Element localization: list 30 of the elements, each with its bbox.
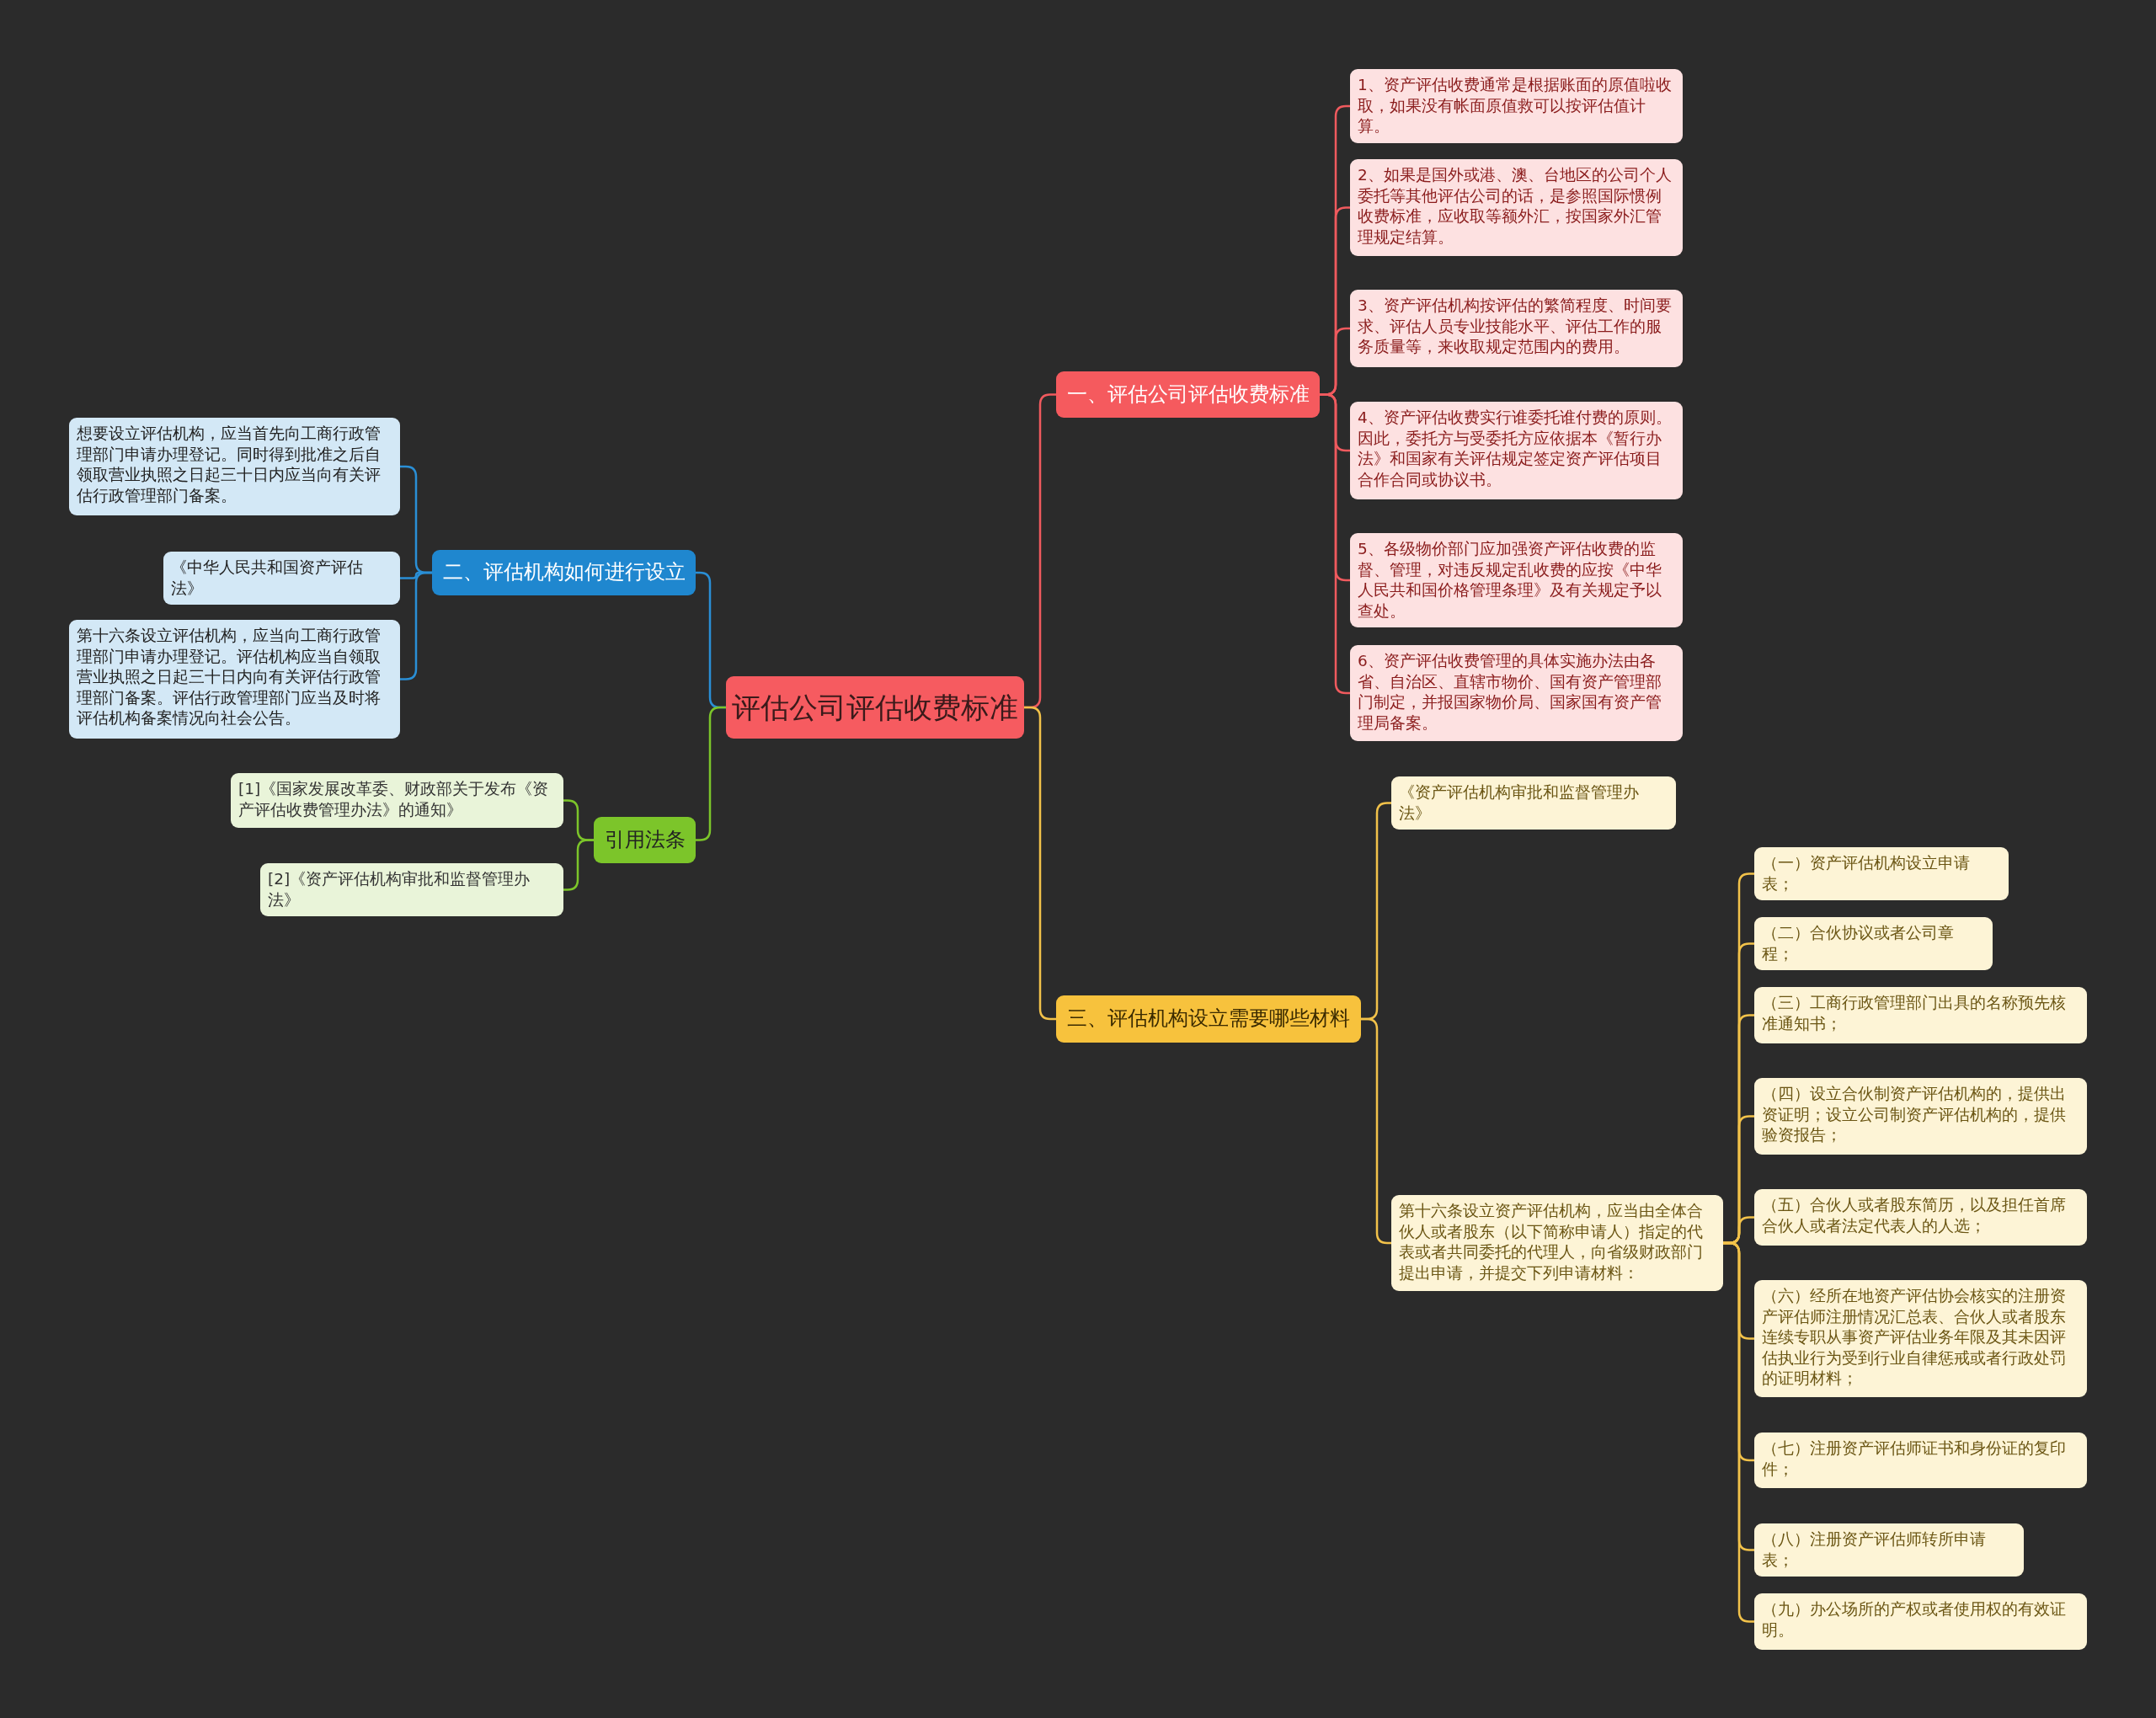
subtopic-box: （六）经所在地资产评估协会核实的注册资产评估师注册情况汇总表、合伙人或者股东连续专职从事资产评估业务年限及其未因评估执业行为受到行业自律惩戒或者行政处罚的证明材料； [1754,1280,2087,1397]
subtopic-box: （四）设立合伙制资产评估机构的，提供出资证明；设立公司制资产评估机构的，提供验资报告； [1754,1078,2087,1155]
subtopic-box: 2、如果是国外或港、澳、台地区的公司个人委托等其他评估公司的话，是参照国际惯例收费标准，应收取等额外汇，按国家外汇管理规定结算。 [1350,159,1683,256]
subtopic-box: 《资产评估机构审批和监督管理办法》 [1391,776,1676,830]
subtopic-box: （三）工商行政管理部门出具的名称预先核准通知书； [1754,987,2087,1043]
connector-line [1723,1241,1754,1623]
subtopic-box: 1、资产评估收费通常是根据账面的原值啦收取，如果没有帐面原值救可以按评估值计算。 [1350,69,1683,143]
topic-box: 一、评估公司评估收费标准 [1056,371,1320,418]
connector-line [400,571,432,680]
subtopic-box: 想要设立评估机构，应当首先向工商行政管理部门申请办理登记。同时得到批准之后自领取营业执照之日起三十日内应当向有关评估行政管理部门备案。 [69,418,400,515]
subtopic-box: （七）注册资产评估师证书和身份证的复印件； [1754,1433,2087,1488]
subtopic-box: [1]《国家发展改革委、财政部关于发布《资产评估收费管理办法》的通知》 [231,773,563,828]
topic-box: 三、评估机构设立需要哪些材料 [1056,995,1361,1043]
subtopic-box: （八）注册资产评估师转所申请表； [1754,1523,2024,1577]
topic-box: 引用法条 [594,817,696,863]
subtopic-box: 3、资产评估机构按评估的繁简程度、时间要求、评估人员专业技能水平、评估工作的服务质量等，来收取规定范围内的费用。 [1350,290,1683,367]
subtopic-box: （一）资产评估机构设立申请表； [1754,847,2009,900]
subtopic-box: 第十六条设立资产评估机构，应当由全体合伙人或者股东（以下简称申请人）指定的代表或者共同委托的代理人，向省级财政部门提出申请，并提交下列申请材料： [1391,1195,1723,1291]
subtopic-box: （九）办公场所的产权或者使用权的有效证明。 [1754,1593,2087,1650]
subtopic-box: 4、资产评估收费实行谁委托谁付费的原则。因此，委托方与受委托方应依据本《暂行办法》和国家有关评估规定签定资产评估项目合作合同或协议书。 [1350,402,1683,499]
connector-line [563,839,594,891]
subtopic-box: [2]《资产评估机构审批和监督管理办法》 [260,863,563,916]
central-topic-box: 评估公司评估收费标准 [726,676,1024,739]
subtopic-box: （五）合伙人或者股东简历，以及担任首席合伙人或者法定代表人的人选； [1754,1189,2087,1246]
subtopic-box: 第十六条设立评估机构，应当向工商行政管理部门申请办理登记。评估机构应当自领取营业执照之日起三十日内向有关评估行政管理部门备案。评估行政管理部门应当及时将评估机构备案情况向社会公告。 [69,620,400,739]
subtopic-box: 《中华人民共和国资产评估法》 [163,552,400,605]
topic-box: 二、评估机构如何进行设立 [432,550,696,595]
subtopic-box: （二）合伙协议或者公司章程； [1754,917,1993,970]
subtopic-box: 6、资产评估收费管理的具体实施办法由各省、自治区、直辖市物价、国有资产管理部门制定，并报国家物价局、国家国有资产管理局备案。 [1350,645,1683,741]
subtopic-box: 5、各级物价部门应加强资产评估收费的监督、管理，对违反规定乱收费的应按《中华人民共和国价格管理条理》及有关规定予以查处。 [1350,533,1683,627]
